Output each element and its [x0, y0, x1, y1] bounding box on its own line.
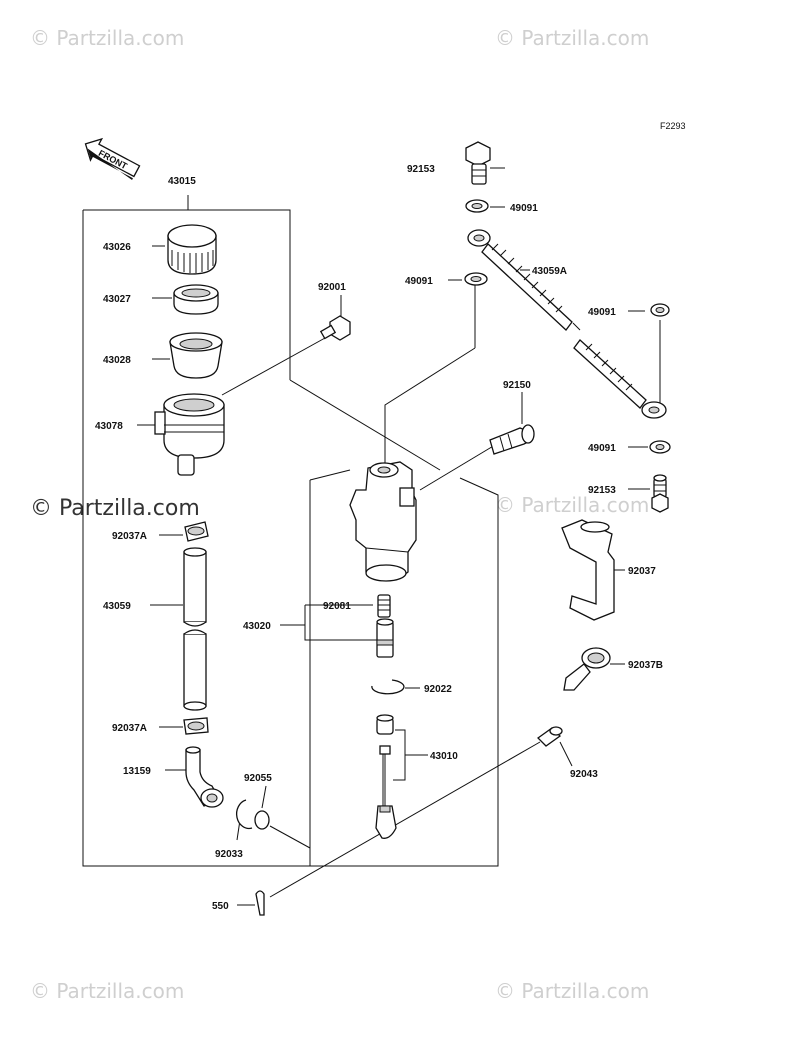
plate-43027	[173, 284, 219, 315]
washer-49091-a	[465, 199, 489, 213]
label-92037: 92037	[628, 566, 656, 577]
label-13159: 13159	[123, 766, 151, 777]
label-43059A: 43059A	[532, 266, 567, 277]
label-43026: 43026	[103, 242, 131, 253]
svg-text:© Partzilla.com: © Partzilla.com	[30, 496, 200, 521]
clamp-92037B	[563, 647, 611, 691]
fitting-92150	[489, 424, 535, 455]
master-cylinder-body	[349, 461, 417, 582]
watermark-top-right: © Partzilla.com	[495, 26, 649, 50]
label-92037A-top: 92037A	[112, 531, 147, 542]
label-43015: 43015	[168, 176, 196, 187]
figure-code: F2293	[660, 121, 686, 131]
bracket-clamp-92037	[561, 519, 615, 621]
label-92037A-bottom: 92037A	[112, 723, 147, 734]
label-92081: 92081	[323, 601, 351, 612]
label-92055: 92055	[244, 773, 272, 784]
label-92033: 92033	[215, 849, 243, 860]
watermark-mid-left: © Partzilla.com	[30, 496, 200, 521]
label-43010: 43010	[430, 751, 458, 762]
label-92022: 92022	[424, 684, 452, 695]
spring-92081	[377, 594, 391, 618]
svg-text:© Partzilla.com: © Partzilla.com	[495, 493, 649, 517]
washer-49091-b	[464, 272, 488, 286]
label-92150: 92150	[503, 380, 531, 391]
circlip-92022	[371, 679, 405, 695]
brake-hose-43059A	[467, 229, 667, 419]
watermark-bottom-left: © Partzilla.com	[30, 979, 184, 1003]
svg-text:© Partzilla.com: © Partzilla.com	[30, 26, 184, 50]
hose-43059	[183, 547, 207, 711]
label-92037B: 92037B	[628, 660, 663, 671]
label-43020: 43020	[243, 621, 271, 632]
watermark-top-left: © Partzilla.com	[30, 26, 184, 50]
label-92153-bottom: 92153	[588, 485, 616, 496]
circlip-92033	[236, 799, 253, 830]
cotter-pin-550	[255, 890, 265, 916]
watermark-bottom-right: © Partzilla.com	[495, 979, 649, 1003]
piston-43020	[376, 618, 394, 658]
elbow-fitting-13159	[185, 746, 224, 808]
banjo-bolt-92153-top	[465, 141, 491, 185]
reservoir-cap-43026	[167, 224, 217, 275]
label-92043: 92043	[570, 769, 598, 780]
label-43027: 43027	[103, 294, 131, 305]
label-49091-d: 49091	[588, 443, 616, 454]
watermark-mid-right: © Partzilla.com	[495, 493, 649, 517]
label-49091-c: 49091	[588, 307, 616, 318]
reservoir-43078	[154, 393, 225, 476]
front-arrow-icon: FRONT	[84, 137, 141, 180]
bolt-92001	[319, 315, 351, 341]
diaphragm-43028	[169, 332, 223, 379]
washer-49091-c	[650, 303, 670, 317]
label-49091-b: 49091	[405, 276, 433, 287]
frame-43015	[83, 209, 291, 380]
label-43059: 43059	[103, 601, 131, 612]
o-ring-92055	[254, 810, 270, 830]
label-49091-a: 49091	[510, 203, 538, 214]
push-rod-43010	[375, 714, 397, 839]
label-43028: 43028	[103, 355, 131, 366]
svg-text:© Partzilla.com: © Partzilla.com	[495, 979, 649, 1003]
label-92153-top: 92153	[407, 164, 435, 175]
bleeder-92153-bottom	[651, 474, 669, 513]
svg-text:© Partzilla.com: © Partzilla.com	[30, 979, 184, 1003]
label-92001: 92001	[318, 282, 346, 293]
svg-text:© Partzilla.com: © Partzilla.com	[495, 26, 649, 50]
clamp-92037A-bottom	[183, 717, 209, 735]
clamp-92037A-top	[184, 521, 209, 542]
pin-92043	[536, 726, 563, 747]
label-43078: 43078	[95, 421, 123, 432]
label-550: 550	[212, 901, 229, 912]
washer-49091-d	[649, 440, 671, 454]
